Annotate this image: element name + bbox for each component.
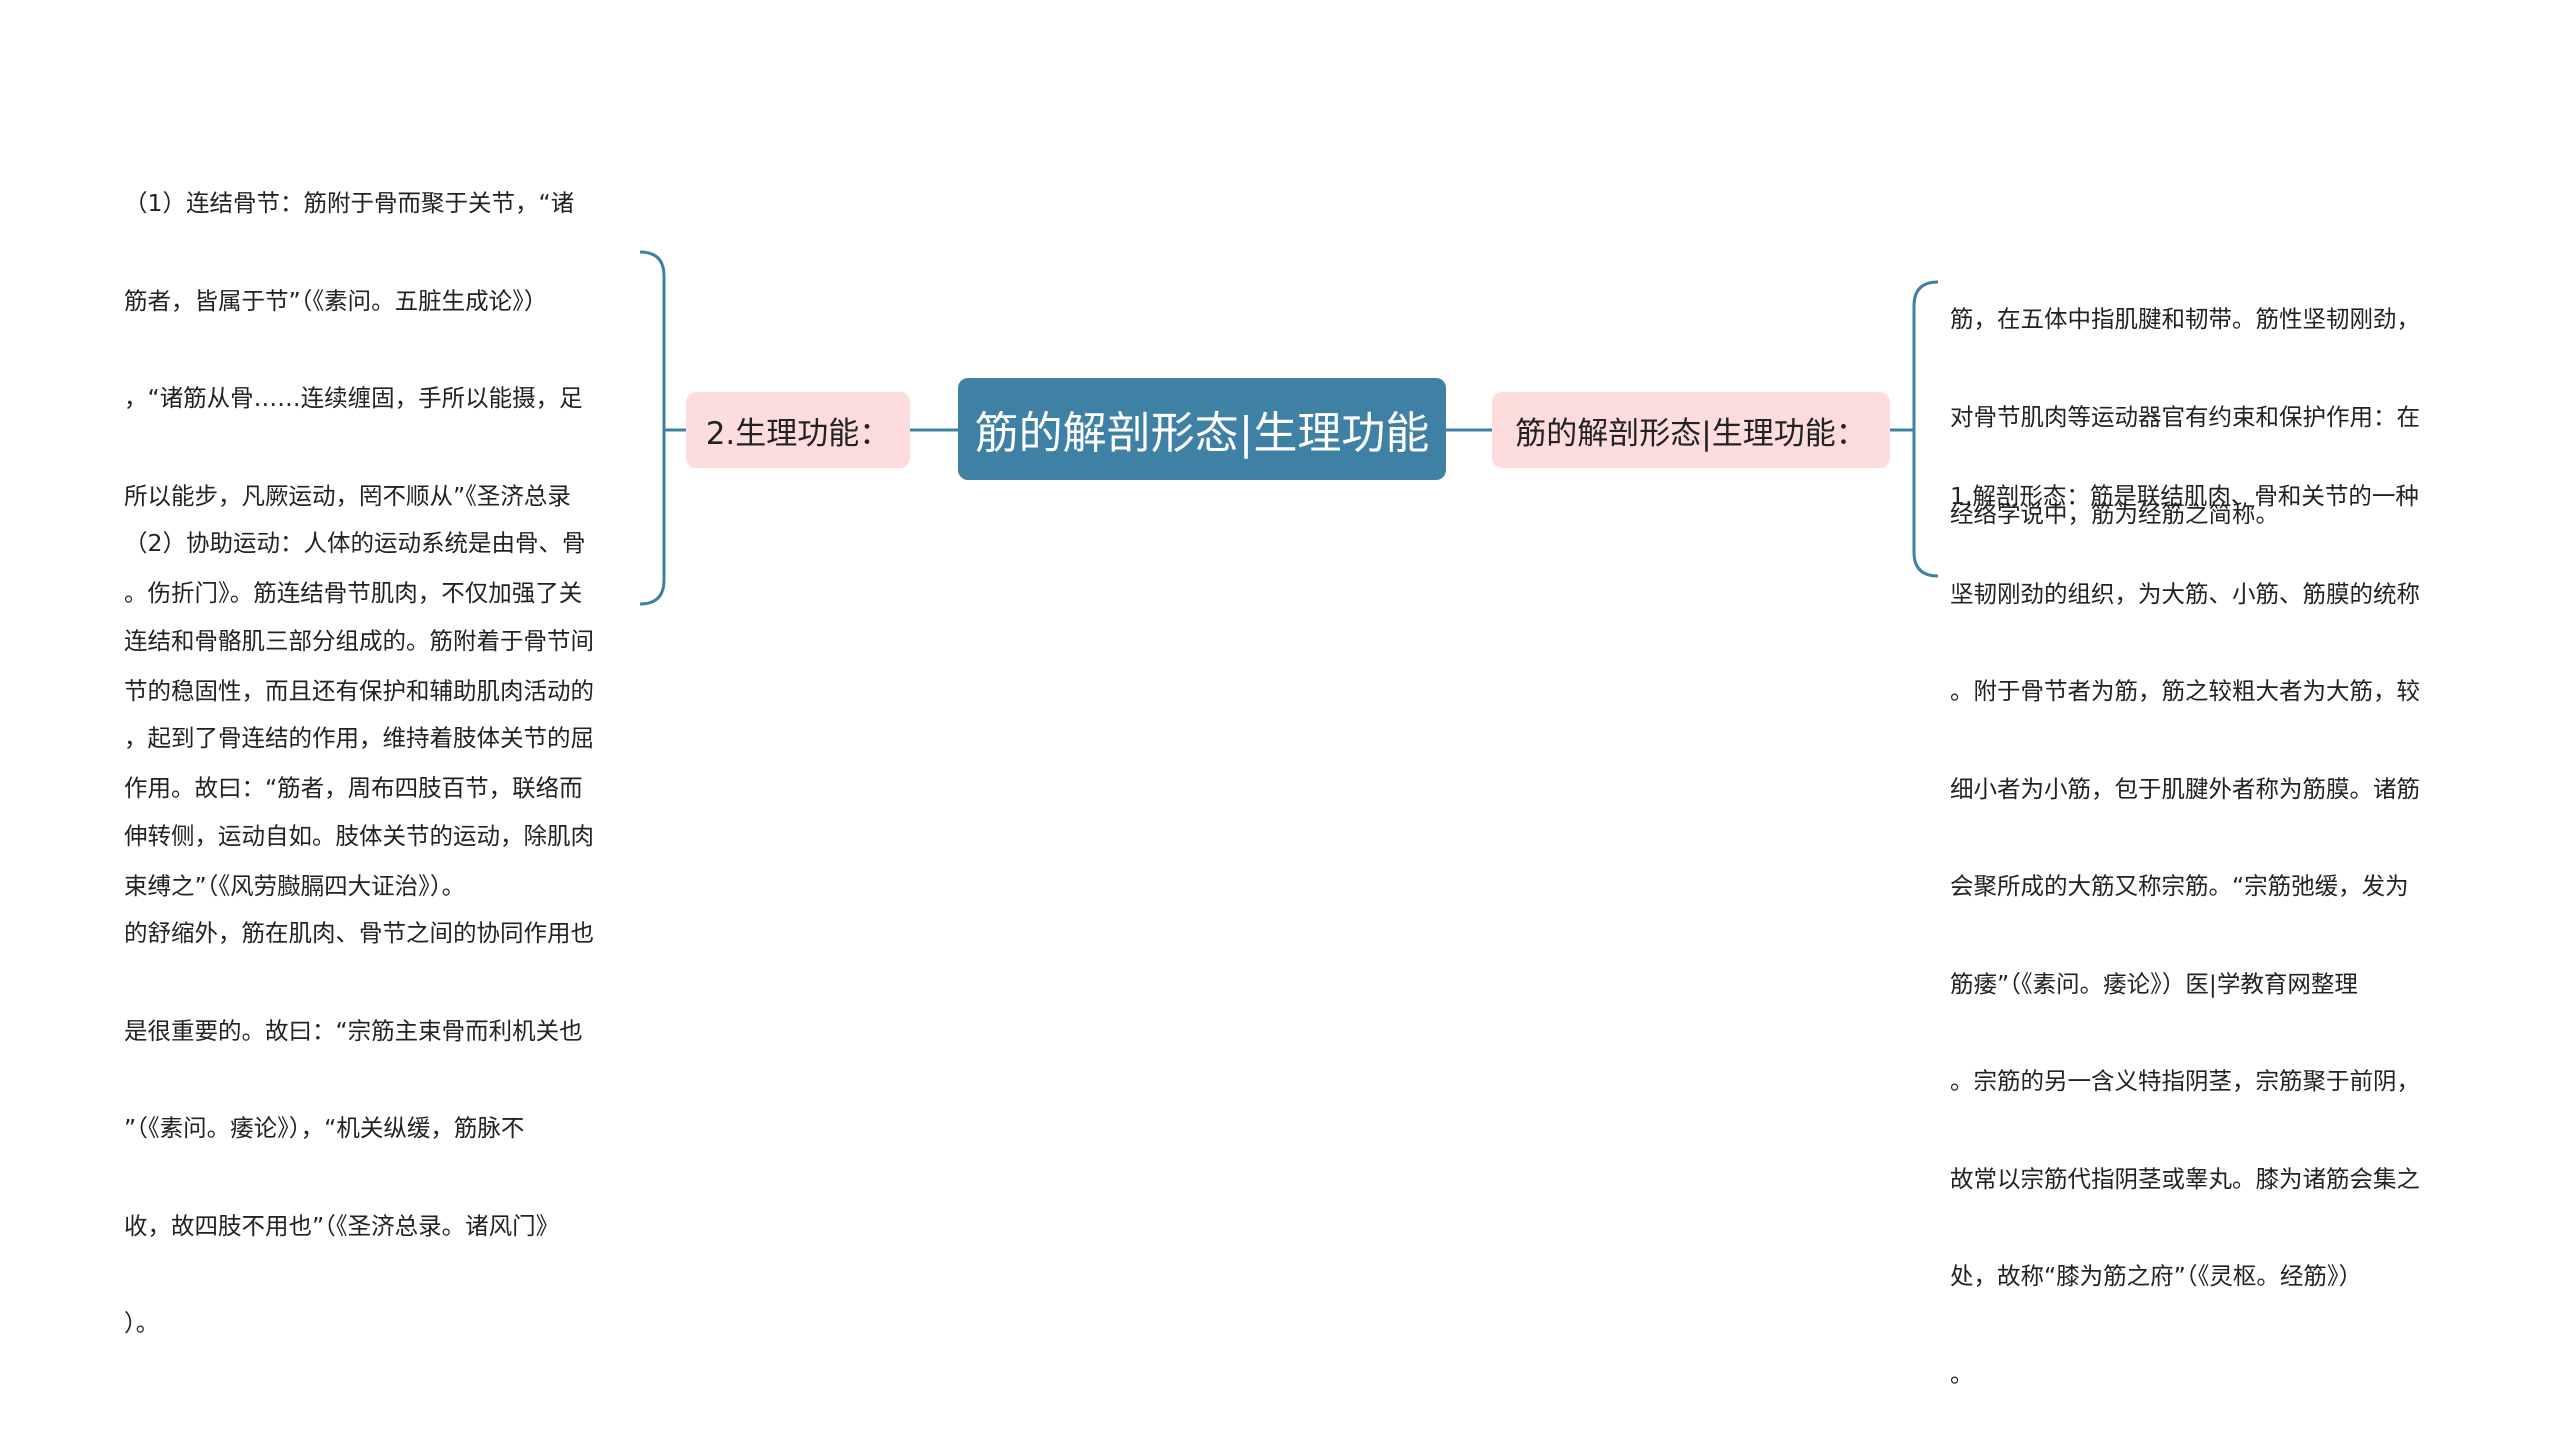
leaf-line: 。 [1950,1359,1974,1388]
leaf-line: ，“诸筋从骨……连续缠固，手所以能摄，足 [124,384,583,412]
root-topic-label: 筋的解剖形态|生理功能 [974,408,1430,459]
leaf-line: 。附于骨节者为筋，筋之较粗大者为大筋，较 [1950,677,2420,705]
leaf-line: （2）协助运动：人体的运动系统是由骨、骨 [124,529,586,557]
leaf-line: 故常以宗筋代指阴茎或睾丸。膝为诸筋会集之 [1950,1164,2420,1193]
leaf-assist-movement: （2）协助运动：人体的运动系统是由骨、骨 连结和骨骼肌三部分组成的。筋附着于骨节… [124,462,594,1405]
leaf-line: 对骨节肌肉等运动器官有约束和保护作用：在 [1950,402,2420,431]
leaf-line: 。宗筋的另一含义特指阴茎，宗筋聚于前阴， [1950,1067,2420,1095]
leaf-line: ，起到了骨连结的作用，维持着肢体关节的屈 [124,724,594,752]
leaf-line: 作用。故曰：“筋者，周布四肢百节，联络而 [124,774,583,802]
leaf-line: 坚韧刚劲的组织，为大筋、小筋、筋膜的统称 [1950,579,2420,608]
leaf-line: 经络学说中，筋为经筋之简称。 [1950,500,2279,528]
leaf-line: 伸转侧，运动自如。肢体关节的运动，除肌肉 [124,821,594,850]
leaf-line: 筋痿”（《素问。痿论》）医|学教育网整理 [1950,969,2358,998]
leaf-line: 处，故称“膝为筋之府”（《灵枢。经筋》） [1950,1262,2363,1290]
branch-anatomy-function-label: 筋的解剖形态|生理功能： [1515,415,1867,452]
leaf-line: ”（《素问。痿论》），“机关纵缓，筋脉不 [124,1114,525,1142]
leaf-line: 的舒缩外，筋在肌肉、骨节之间的协同作用也 [124,919,594,947]
leaf-line: 1.解剖形态：筋是联结肌肉、骨和关节的一种 [1950,482,2419,510]
branch-anatomy-function[interactable]: 筋的解剖形态|生理功能： [1492,392,1890,468]
leaf-line: 连结和骨骼肌三部分组成的。筋附着于骨节间 [124,626,594,655]
connector-right-bracket [1912,280,1939,578]
connector-left-bracket [639,250,666,606]
root-topic[interactable]: 筋的解剖形态|生理功能 [958,378,1446,480]
leaf-line: 细小者为小筋，包于肌腱外者称为筋膜。诸筋 [1950,774,2420,803]
leaf-line: 收，故四肢不用也”（《圣济总录。诸风门》 [124,1211,560,1240]
branch-physiological-function[interactable]: 2.生理功能： [686,392,910,468]
leaf-line: 筋，在五体中指肌腱和韧带。筋性坚韧刚劲， [1950,305,2420,333]
leaf-line: 所以能步，凡厥运动，罔不顺从”《圣济总录 [124,481,571,510]
leaf-line: 。伤折门》。筋连结骨节肌肉，不仅加强了关 [124,579,583,607]
leaf-line: 是很重要的。故曰：“宗筋主束骨而利机关也 [124,1016,583,1045]
leaf-tendon-definition: 筋，在五体中指肌腱和韧带。筋性坚韧刚劲， 对骨节肌肉等运动器官有约束和保护作用：… [1950,238,2420,596]
leaf-line: 节的稳固性，而且还有保护和辅助肌肉活动的 [124,676,594,705]
leaf-line: 会聚所成的大筋又称宗筋。“宗筋弛缓，发为 [1950,872,2409,900]
branch-physiological-function-label: 2.生理功能： [705,415,891,452]
leaf-line: ）。 [124,1309,160,1337]
leaf-anatomical-form: 1.解剖形态：筋是联结肌肉、骨和关节的一种 坚韧刚劲的组织，为大筋、小筋、筋膜的… [1950,415,2420,1455]
leaf-line: 筋者，皆属于节”（《素问。五脏生成论》） [124,286,548,315]
connector-lines [639,250,1939,606]
mind-map: 筋的解剖形态|生理功能 2.生理功能： 筋的解剖形态|生理功能： （1）连结骨节… [124,189,2420,1388]
leaf-line: （1）连结骨节：筋附于骨而聚于关节，“诸 [124,189,575,217]
